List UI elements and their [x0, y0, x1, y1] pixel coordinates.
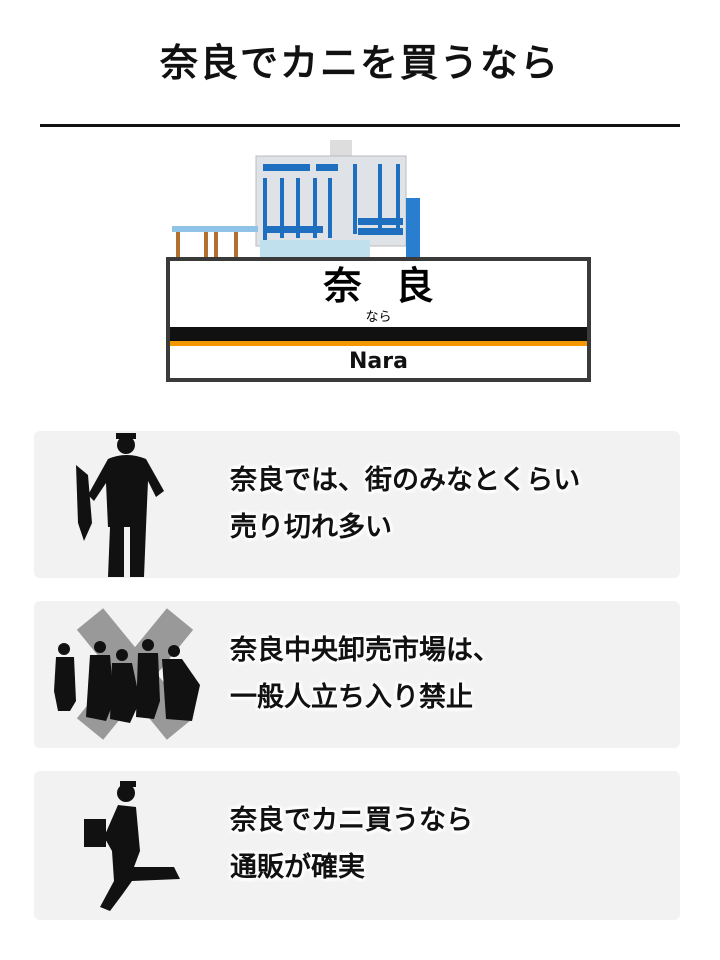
station-name-kana: なら: [365, 310, 392, 325]
nara-station-building-illustration: [172, 140, 420, 260]
page-title: 奈良でカニを買うなら: [159, 41, 560, 85]
sign-orange-stripe: [170, 341, 587, 346]
sign-black-stripe: [170, 327, 587, 341]
card-line: 売り切れ多い: [230, 512, 392, 543]
card-line: 一般人立ち入り禁止: [230, 682, 473, 713]
info-card-mail-order: 奈良でカニ買うなら 通販が確実: [34, 771, 680, 920]
station-sign: 奈良 なら Nara: [166, 257, 591, 382]
card-text: 奈良でカニ買うなら 通販が確実: [230, 797, 473, 891]
crowd-prohibited-icon: [54, 608, 200, 740]
info-card-sold-out: 奈良では、街のみなとくらい 売り切れ多い: [34, 431, 680, 578]
card-text: 奈良では、街のみなとくらい 売り切れ多い: [230, 457, 580, 551]
delivery-runner-icon: [84, 781, 180, 911]
card-line: 奈良中央卸売市場は、: [230, 635, 500, 666]
station-name-kanji: 奈良: [323, 264, 468, 308]
card-line: 奈良でカニ買うなら: [230, 805, 473, 836]
card-line: 通販が確実: [230, 852, 365, 883]
info-card-market-closed: 奈良中央卸売市場は、 一般人立ち入り禁止: [34, 601, 680, 748]
card-line: 奈良では、街のみなとくらい: [230, 465, 581, 496]
station-name-roman: Nara: [349, 349, 408, 374]
card-text: 奈良中央卸売市場は、 一般人立ち入り禁止: [230, 627, 500, 721]
title-divider: [40, 124, 680, 127]
fisherman-silhouette-icon: [76, 433, 164, 577]
